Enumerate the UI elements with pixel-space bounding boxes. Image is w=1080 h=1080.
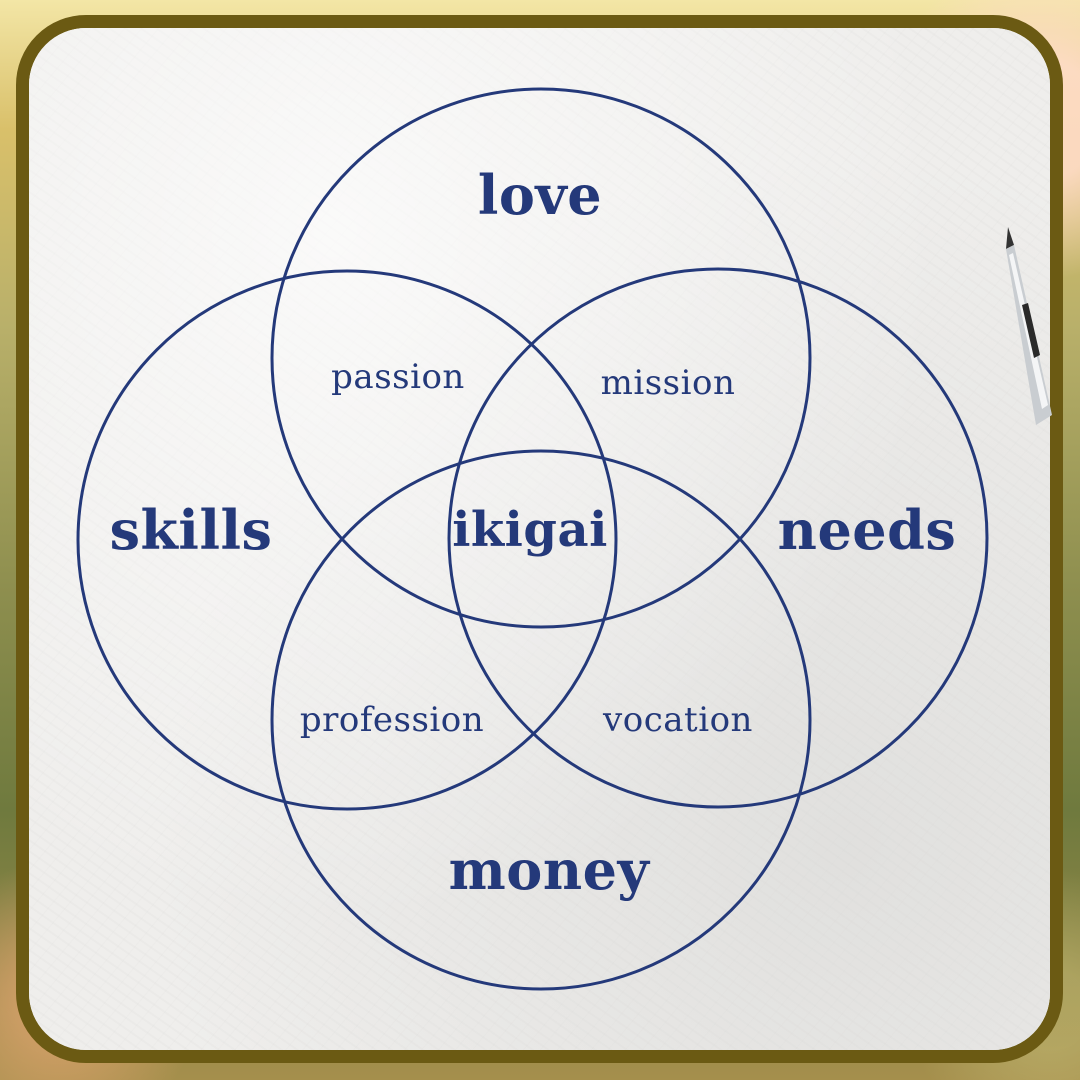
vocation-label: vocation <box>603 700 753 740</box>
money-label: money <box>448 838 650 902</box>
passion-label: passion <box>331 357 465 397</box>
needs-circle <box>447 267 989 809</box>
skills-circle <box>76 269 618 811</box>
skills-label: skills <box>109 498 273 562</box>
needs-label: needs <box>777 498 957 562</box>
money-circle <box>270 449 812 991</box>
mission-label: mission <box>600 363 736 403</box>
ikigai-label: ikigai <box>452 502 608 558</box>
pen-icon <box>1006 227 1052 425</box>
paper-frame <box>16 15 1063 1063</box>
love-circle <box>270 87 812 629</box>
love-label: love <box>477 163 603 227</box>
profession-label: profession <box>299 700 485 740</box>
paper-texture <box>29 28 1050 1050</box>
